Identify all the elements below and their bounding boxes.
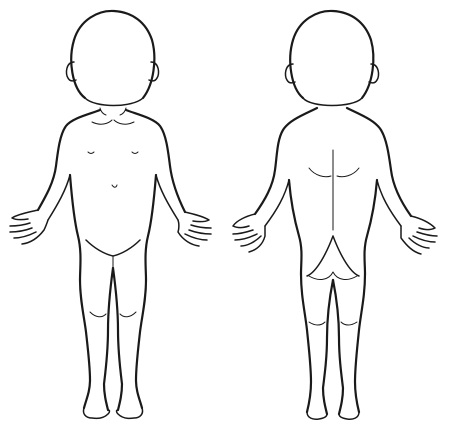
child-body-back-outline-icon xyxy=(225,0,451,421)
child-body-front-outline-icon xyxy=(0,0,225,421)
back-left-leg xyxy=(301,274,311,412)
front-head-outline xyxy=(71,11,154,98)
back-right-hand xyxy=(401,216,437,254)
body-back-view xyxy=(225,0,451,421)
front-left-foot xyxy=(83,408,109,418)
front-chin xyxy=(85,98,143,106)
front-right-leg xyxy=(136,280,146,408)
back-head-outline xyxy=(290,11,373,98)
front-left-leg xyxy=(80,280,90,408)
front-left-hand xyxy=(10,210,48,244)
front-right-hand xyxy=(178,212,211,246)
back-right-leg xyxy=(355,274,365,412)
body-front-view xyxy=(0,0,225,421)
front-left-torso xyxy=(38,110,100,210)
back-left-hand xyxy=(233,214,265,252)
back-buttocks xyxy=(307,236,359,276)
front-right-foot xyxy=(117,408,143,418)
back-left-torso xyxy=(255,108,317,214)
